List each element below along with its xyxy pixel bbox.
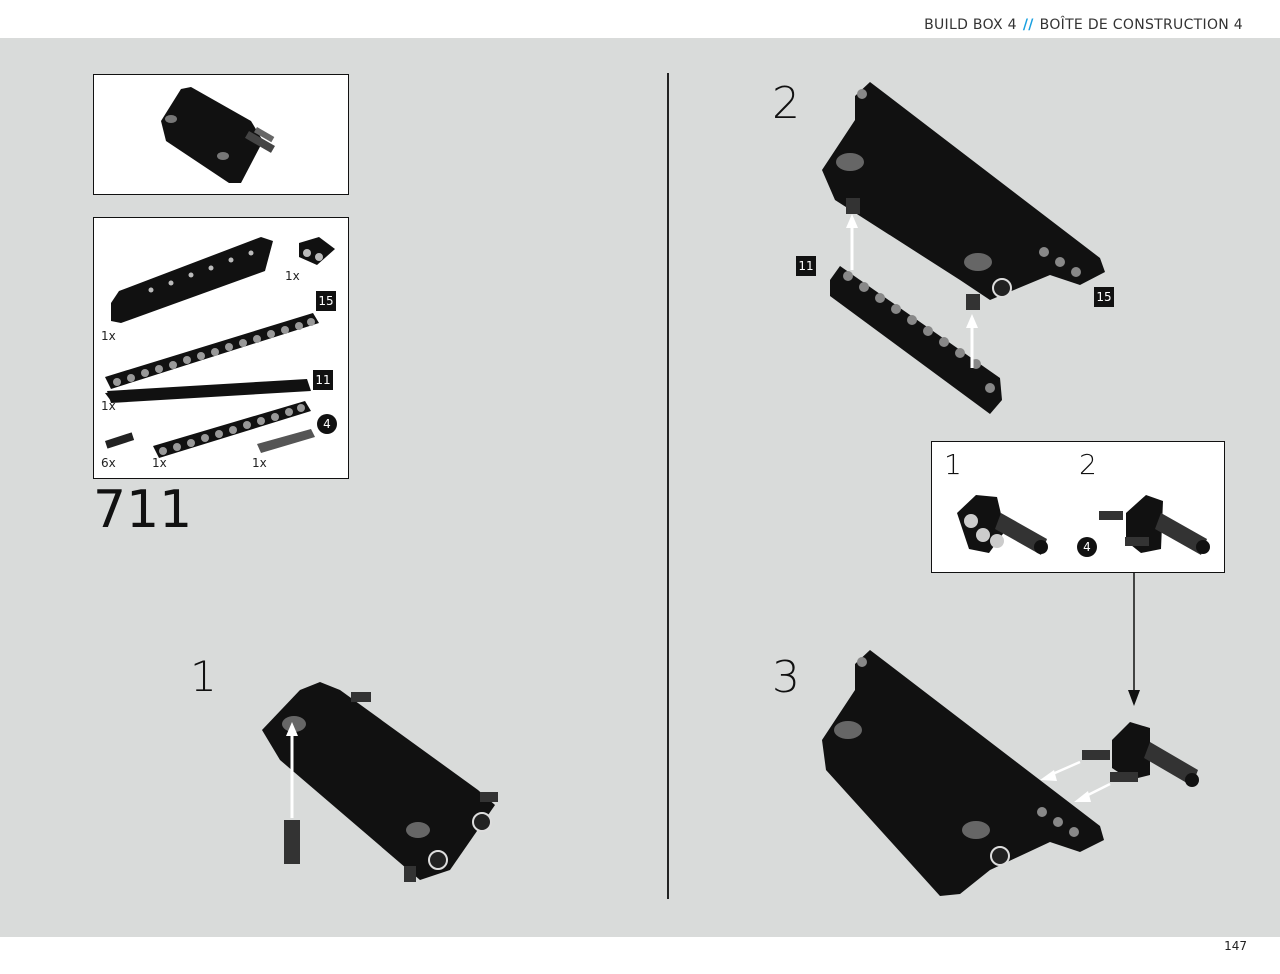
parts-list-image	[104, 237, 335, 458]
step-label: 2	[772, 78, 800, 129]
build-step-number: 711	[93, 480, 193, 540]
sub-assembly-callout-box: 1 2 4	[931, 441, 1225, 573]
sub-step-label: 1	[944, 448, 962, 481]
beam-length-badge: 15	[316, 291, 336, 311]
part-qty: 1x	[152, 456, 167, 470]
part-qty: 1x	[101, 329, 116, 343]
part-qty: 1x	[101, 399, 116, 413]
beam-length-badge: 11	[796, 256, 816, 276]
header-title-en: BUILD BOX 4	[924, 17, 1017, 33]
sub-step-label: 2	[1079, 448, 1097, 481]
axle-length-badge: 4	[1077, 537, 1097, 557]
step-label: 3	[772, 652, 800, 703]
page-divider	[667, 73, 669, 899]
header-title: BUILD BOX 4 // BOÎTE DE CONSTRUCTION 4	[924, 17, 1243, 33]
page-header: BUILD BOX 4 // BOÎTE DE CONSTRUCTION 4	[0, 0, 1280, 38]
part-qty: 6x	[101, 456, 116, 470]
axle-length-badge: 4	[317, 414, 337, 434]
page-footer	[0, 937, 1280, 974]
header-title-fr: BOÎTE DE CONSTRUCTION 4	[1039, 17, 1243, 33]
part-qty: 1x	[285, 269, 300, 283]
submodel-preview-image	[161, 87, 275, 183]
parts-list-box: 1x 1x 15 1x 11 6x 1x 4 1x	[93, 217, 349, 479]
submodel-preview-box	[93, 74, 349, 195]
part-qty: 1x	[252, 456, 267, 470]
page-number: 147	[1224, 939, 1247, 953]
beam-length-badge: 15	[1094, 287, 1114, 307]
sub-assembly-image	[957, 495, 1210, 555]
beam-length-badge: 11	[313, 370, 333, 390]
step-label: 1	[190, 652, 217, 701]
header-separator: //	[1022, 17, 1034, 33]
